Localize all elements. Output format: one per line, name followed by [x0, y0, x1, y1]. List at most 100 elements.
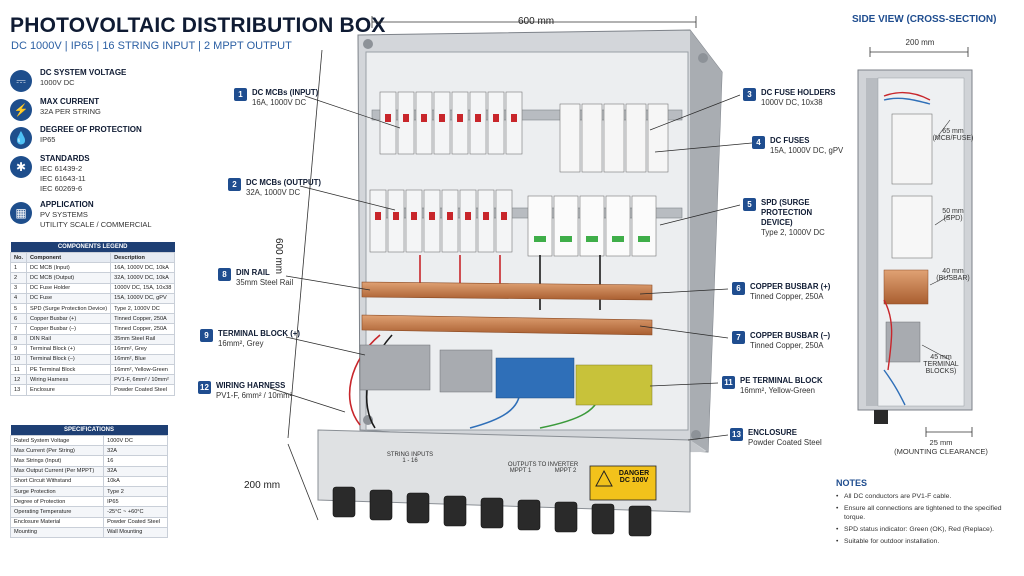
spec-value: Type 2 — [103, 485, 168, 498]
feature-line: 32A PER STRING — [40, 107, 101, 116]
feature-line: IEC 61439-2 — [40, 164, 83, 173]
dimension-lines — [287, 16, 697, 521]
side-label-value: 45 mm — [930, 354, 952, 361]
callout-7: 7 COPPER BUSBAR (–)Tinned Copper, 250A — [732, 331, 830, 351]
mppt2-label: MPPT 2 — [554, 468, 577, 474]
callout-desc: 16A, 1000V DC — [252, 98, 307, 107]
page-subtitle: DC 1000V | IP65 | 16 STRING INPUT | 2 MP… — [11, 40, 292, 52]
callout-title: DIN RAIL — [236, 268, 270, 277]
width-dimension-label: 600 mm — [518, 16, 555, 27]
legend-cell-no: 11 — [9, 364, 28, 376]
side-label-spd: 50 mm(SPD) — [928, 208, 978, 222]
legend-header-description: Description — [110, 251, 176, 264]
legend-cell-component: DC Fuse — [26, 292, 112, 304]
callout-desc: 15A, 1000V DC, gPV — [770, 146, 844, 155]
side-view-cross-section — [857, 47, 973, 437]
legend-cell-description: 16mm², Grey — [110, 343, 176, 355]
spd-modules — [527, 195, 657, 257]
feature-line: 1000V DC — [40, 78, 75, 87]
callout-desc: Type 2, 1000V DC — [761, 228, 825, 237]
callout-title: DC FUSE HOLDERS — [761, 88, 836, 97]
legend-cell-description: 32A, 1000V DC, 10kA — [110, 272, 176, 284]
spec-name: Degree of Protection — [9, 496, 105, 508]
mcb-input-row — [379, 91, 523, 155]
side-label-caption: (MCB/FUSE) — [932, 135, 974, 142]
application-icon: ▦ — [10, 202, 32, 224]
spec-value: -25°C ~ +60°C — [103, 506, 168, 518]
callout-number: 13 — [730, 428, 743, 441]
callout-title: PE TERMINAL BLOCK — [740, 376, 823, 385]
callout-desc: 32A, 1000V DC — [246, 188, 301, 197]
legend-cell-component: Terminal Block (+) — [26, 343, 112, 355]
legend-cell-component: DC Fuse Holder — [26, 282, 112, 294]
callout-5: 5 SPD (SURGE PROTECTION DEVICE)Type 2, 1… — [743, 198, 833, 238]
callout-desc: 16mm², Grey — [218, 339, 264, 348]
legend-cell-description: PV1-F, 6mm² / 10mm² — [110, 374, 176, 386]
callout-number: 3 — [743, 88, 756, 101]
side-label-mcb: 65 mm(MCB/FUSE) — [928, 128, 978, 142]
legend-cell-description: Powder Coated Steel — [110, 384, 176, 396]
note-item: All DC conductors are PV1-F cable. — [836, 492, 1021, 501]
spec-value: 10kA — [103, 475, 168, 487]
spec-name: Max Current (Per String) — [9, 445, 105, 457]
string-inputs-title: STRING INPUTS — [386, 452, 434, 458]
note-item: Ensure all connections are tightened to … — [836, 504, 1021, 522]
callout-desc: PV1-F, 6mm² / 10mm² — [216, 391, 293, 400]
current-icon: ⚡ — [10, 99, 32, 121]
legend-cell-description: 16A, 1000V DC, 10kA — [110, 262, 176, 274]
callout-desc: 35mm Steel Rail — [236, 278, 294, 287]
side-clearance-caption: (MOUNTING CLEARANCE) — [894, 447, 988, 456]
feature-title: DEGREE OF PROTECTION — [40, 125, 142, 134]
specs-title: SPECIFICATIONS — [10, 425, 168, 436]
callout-number: 5 — [743, 198, 756, 211]
side-label-value: 40 mm — [942, 268, 964, 275]
enclosure — [317, 29, 723, 513]
spec-name: Operating Temperature — [9, 506, 105, 518]
feature-title: MAX CURRENT — [40, 97, 100, 106]
cable-glands — [332, 486, 652, 537]
mppt1-label: MPPT 1 — [509, 468, 532, 474]
callout-number: 8 — [218, 268, 231, 281]
legend-cell-component: DIN Rail — [26, 333, 112, 345]
depth-dimension-label: 200 mm — [244, 480, 281, 491]
spec-name: Rated System Voltage — [9, 434, 105, 447]
legend-cell-component: DC MCB (Output) — [26, 272, 112, 284]
droplet-icon: 💧 — [10, 127, 32, 149]
components-legend-table: COMPONENTS LEGEND No. Component Descript… — [9, 242, 176, 396]
spd-indicators — [534, 236, 650, 242]
legend-cell-component: Copper Busbar (+) — [26, 313, 112, 325]
side-label-caption: (SPD) — [943, 215, 963, 222]
legend-cell-component: Wiring Harness — [26, 374, 112, 386]
feature-line: IEC 60269-6 — [40, 184, 83, 193]
side-label-caption: TERMINAL BLOCKS) — [923, 361, 959, 375]
callout-title: TERMINAL BLOCK (+) — [218, 329, 300, 338]
legend-cell-description: 35mm Steel Rail — [110, 333, 176, 345]
callout-title: WIRING HARNESS — [216, 381, 286, 390]
feature-line: IEC 61643-11 — [40, 174, 86, 183]
outputs-title: OUTPUTS TO INVERTER — [507, 462, 579, 468]
legend-cell-no: 2 — [9, 272, 28, 284]
callout-6: 6 COPPER BUSBAR (+)Tinned Copper, 250A — [732, 282, 830, 302]
callout-number: 11 — [722, 376, 735, 389]
terminal-blocks-grey — [359, 344, 493, 393]
legend-cell-description: Tinned Copper, 250A — [110, 323, 176, 335]
side-label-busbar: 40 mm(BUSBAR) — [928, 268, 978, 282]
legend-cell-no: 3 — [9, 282, 28, 294]
callout-title: COPPER BUSBAR (+) — [750, 282, 831, 291]
callout-desc: Powder Coated Steel — [748, 438, 822, 447]
callout-title: SPD (SURGE PROTECTION DEVICE) — [761, 198, 813, 227]
legend-cell-description: 16mm², Yellow-Green — [110, 364, 176, 376]
callout-title: DC MCBs (OUTPUT) — [246, 178, 321, 187]
